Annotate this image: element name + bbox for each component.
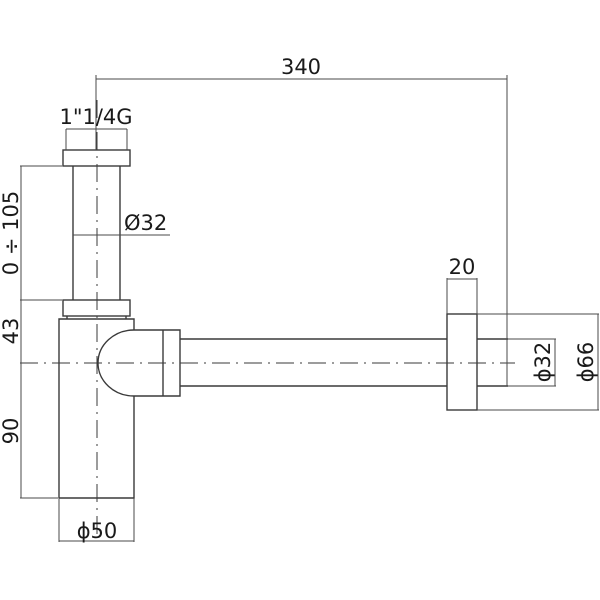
label-pipe-diameter: ϕ32 [531,342,555,383]
label-nut-to-outlet: 43 [0,318,23,345]
label-tailpiece-diameter: Ø32 [124,211,167,235]
label-adjustable-height: 0 ÷ 105 [0,191,23,275]
label-body-height: 90 [0,418,23,445]
label-overall-length: 340 [281,55,321,79]
label-body-diameter: ϕ50 [77,519,118,543]
trap-body [58,318,135,498]
label-flange-diameter: ϕ66 [574,342,598,383]
wall-flange [446,313,478,411]
trap-body-lower [59,396,135,499]
label-thread-size: 1"1/4G [59,105,132,129]
bottle-trap-assembly [58,149,508,499]
label-flange-thickness: 20 [449,255,476,279]
dimension-lines [20,75,599,542]
pipe-stub [477,338,508,387]
